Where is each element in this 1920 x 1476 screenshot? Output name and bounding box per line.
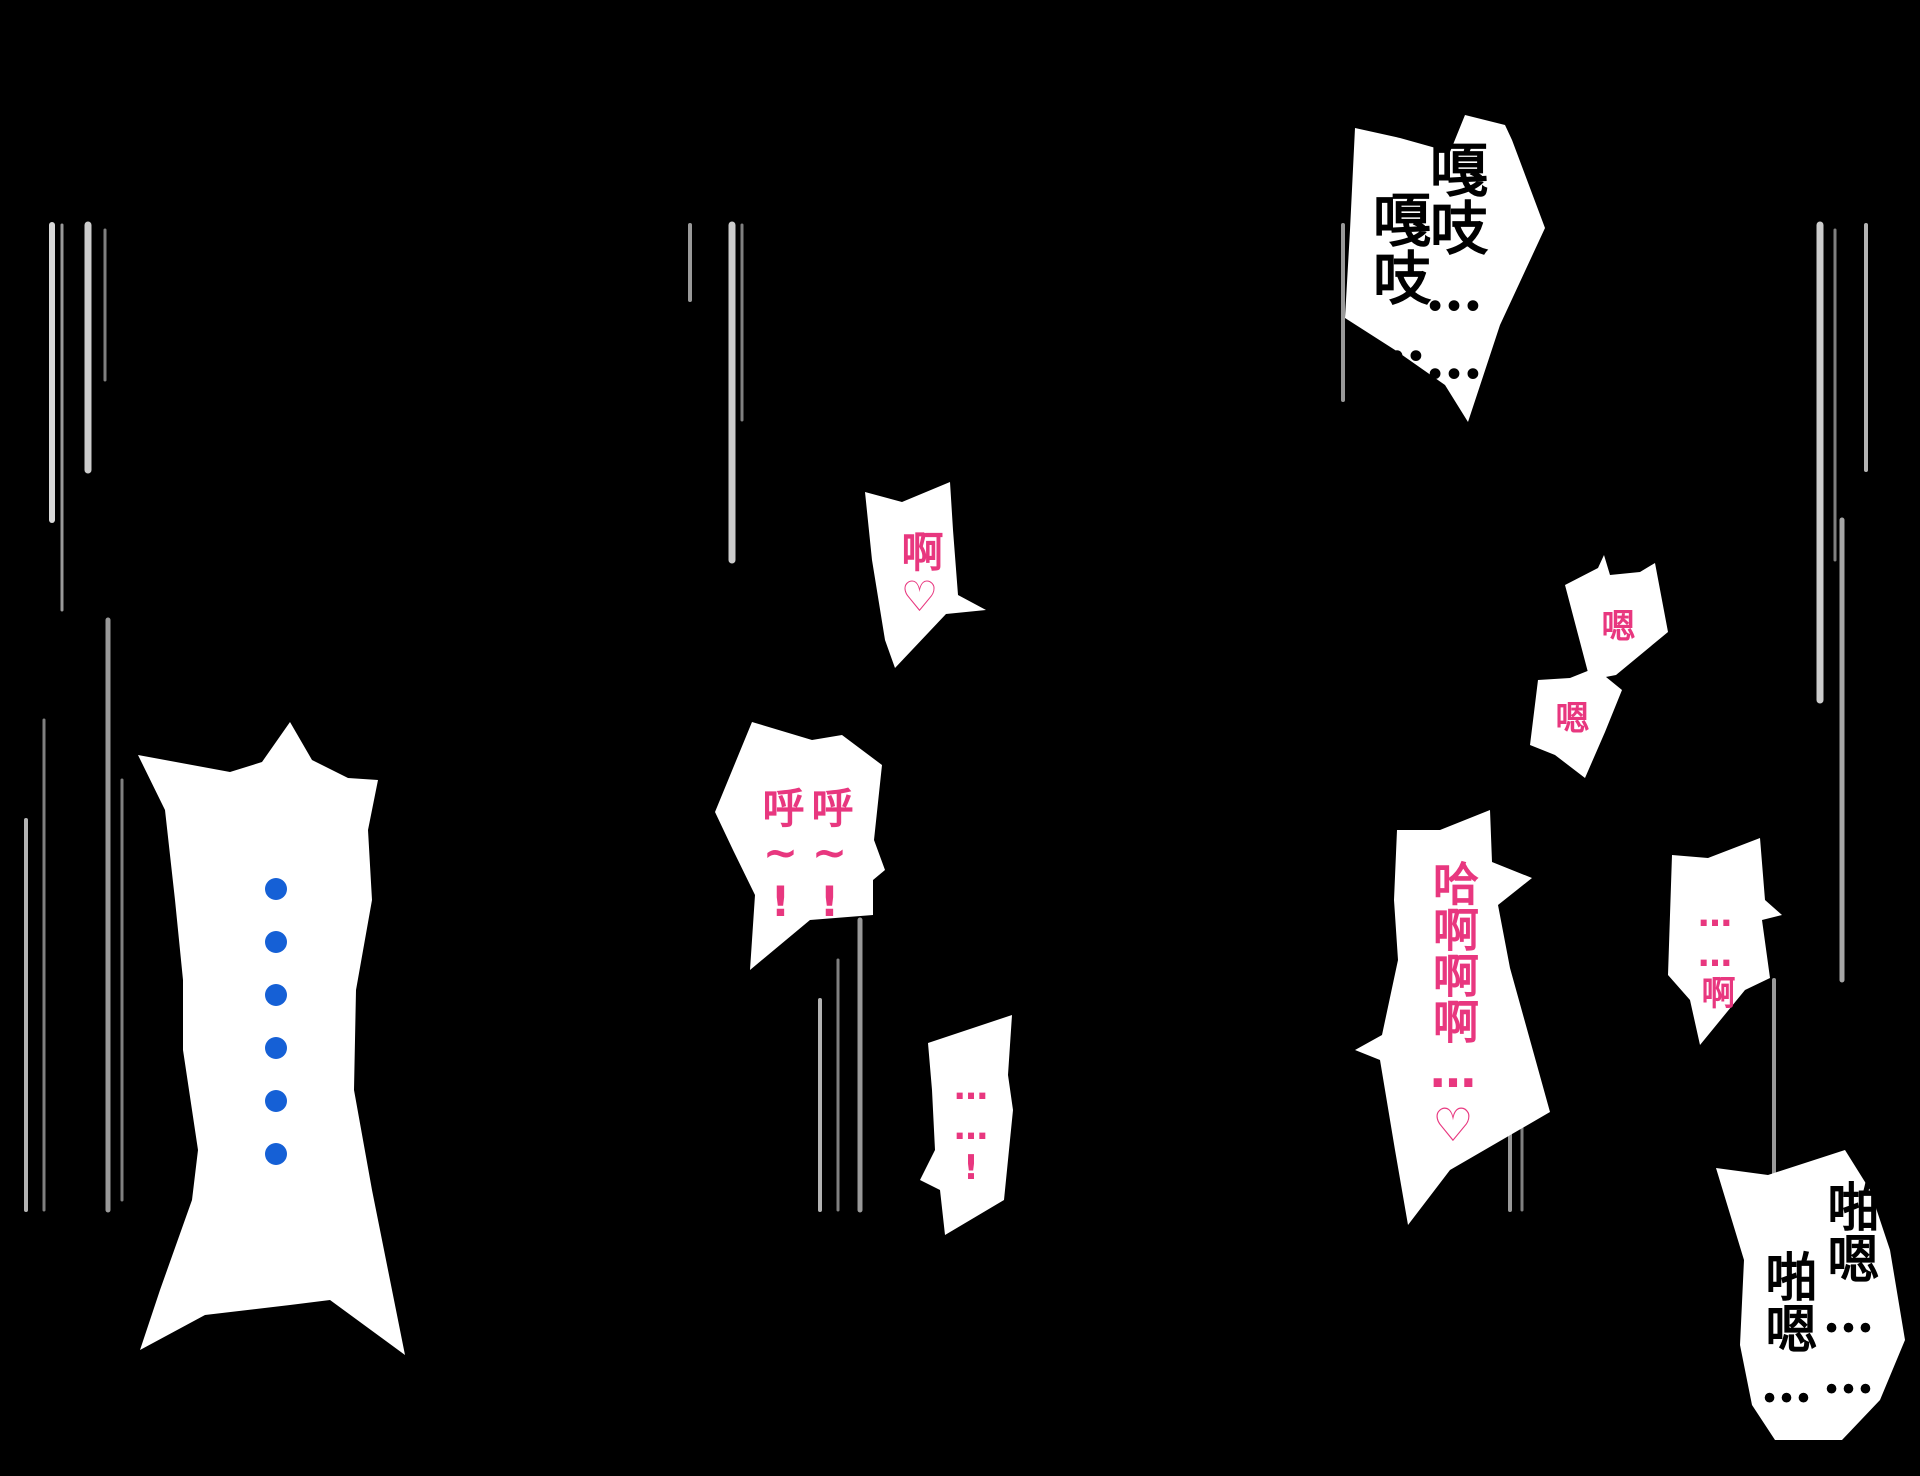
- moan-text-f: 哈啊啊啊…♡: [1426, 860, 1480, 1152]
- speech-bubble-g: [1668, 838, 1782, 1045]
- ellipsis-dot: [265, 1037, 287, 1059]
- moan-text-e: 嗯: [1549, 700, 1589, 734]
- speed-lines-right: [1341, 221, 1868, 1212]
- moan-text-g: ……啊: [1695, 895, 1735, 1009]
- speech-bubble-b: [715, 722, 885, 970]
- sfx-creak-col2: 嘎吱……: [1363, 190, 1431, 442]
- sfx-bubble-slap: [1716, 1150, 1905, 1440]
- speech-bubble-a: [865, 482, 986, 668]
- ellipsis-dot: [265, 1143, 287, 1165]
- speed-lines-left: [24, 221, 124, 1213]
- speed-lines-middle: [688, 221, 863, 1213]
- sfx-slap-col1: 啪嗯……: [1818, 1180, 1879, 1406]
- moan-text-b-col1: 呼~!: [756, 786, 805, 926]
- ellipsis-dot: [265, 931, 287, 953]
- ellipsis-dots: [265, 878, 289, 1196]
- sfx-creak-col1: 嘎吱……: [1420, 140, 1488, 392]
- speech-bubble-f: [1355, 810, 1550, 1225]
- ellipsis-dot: [265, 1090, 287, 1112]
- comic-scene: [24, 115, 1905, 1440]
- moan-text-a: 啊♡: [895, 530, 944, 621]
- moan-text-b-col2: 呼~!: [805, 786, 854, 926]
- moan-text-d: 嗯: [1595, 608, 1635, 642]
- ellipsis-dot: [265, 984, 287, 1006]
- moan-text-c: ……!: [951, 1068, 991, 1188]
- speech-bubble-d: [1565, 555, 1668, 680]
- speech-bubble-c: [920, 1015, 1013, 1235]
- sfx-bubble-creak: [1345, 115, 1545, 422]
- speech-bubble-e: [1530, 668, 1622, 778]
- sfx-slap-col2: 啪嗯……: [1756, 1250, 1817, 1476]
- ellipsis-dot: [265, 878, 287, 900]
